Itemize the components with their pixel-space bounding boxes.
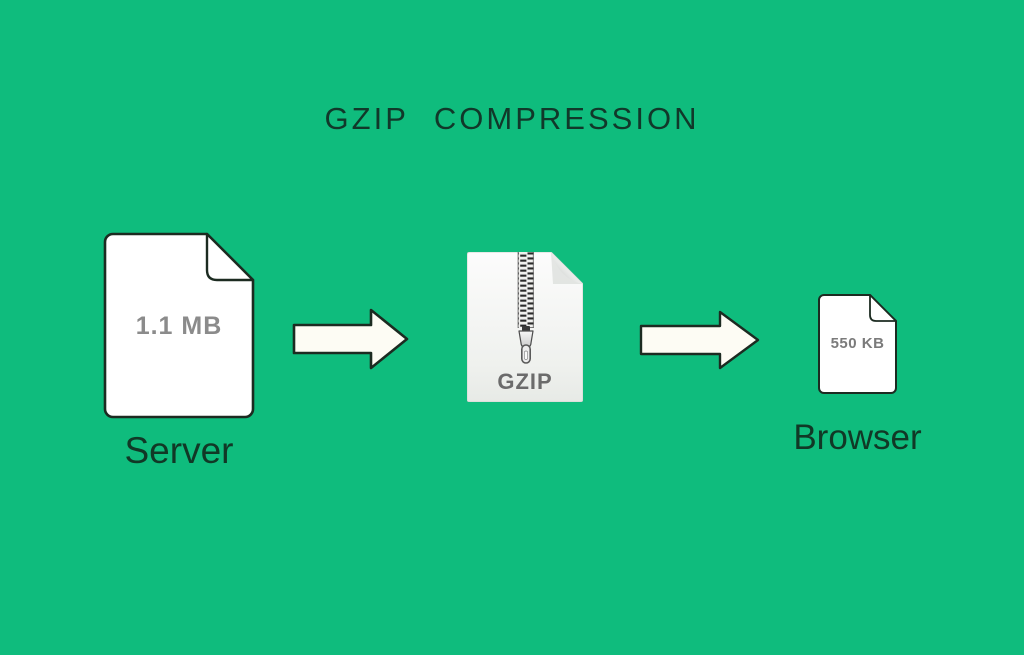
- arrow-right-icon: [639, 310, 761, 375]
- arrow-right-icon: [292, 308, 410, 375]
- gzip-compressor-node: GZIP: [467, 252, 583, 402]
- browser-file-node: 550 KB: [818, 294, 897, 394]
- document-icon: [818, 294, 897, 394]
- zip-file-icon: [467, 252, 583, 402]
- file-size-label: 1.1 MB: [135, 312, 223, 340]
- file-size-label: 550 KB: [830, 335, 885, 352]
- server-label: Server: [124, 430, 234, 471]
- document-icon: [103, 232, 255, 419]
- browser-label: Browser: [793, 418, 922, 457]
- gzip-label: GZIP: [497, 369, 553, 394]
- server-file-node: 1.1 MB: [103, 232, 255, 419]
- page-title: GZIP COMPRESSION: [324, 101, 700, 136]
